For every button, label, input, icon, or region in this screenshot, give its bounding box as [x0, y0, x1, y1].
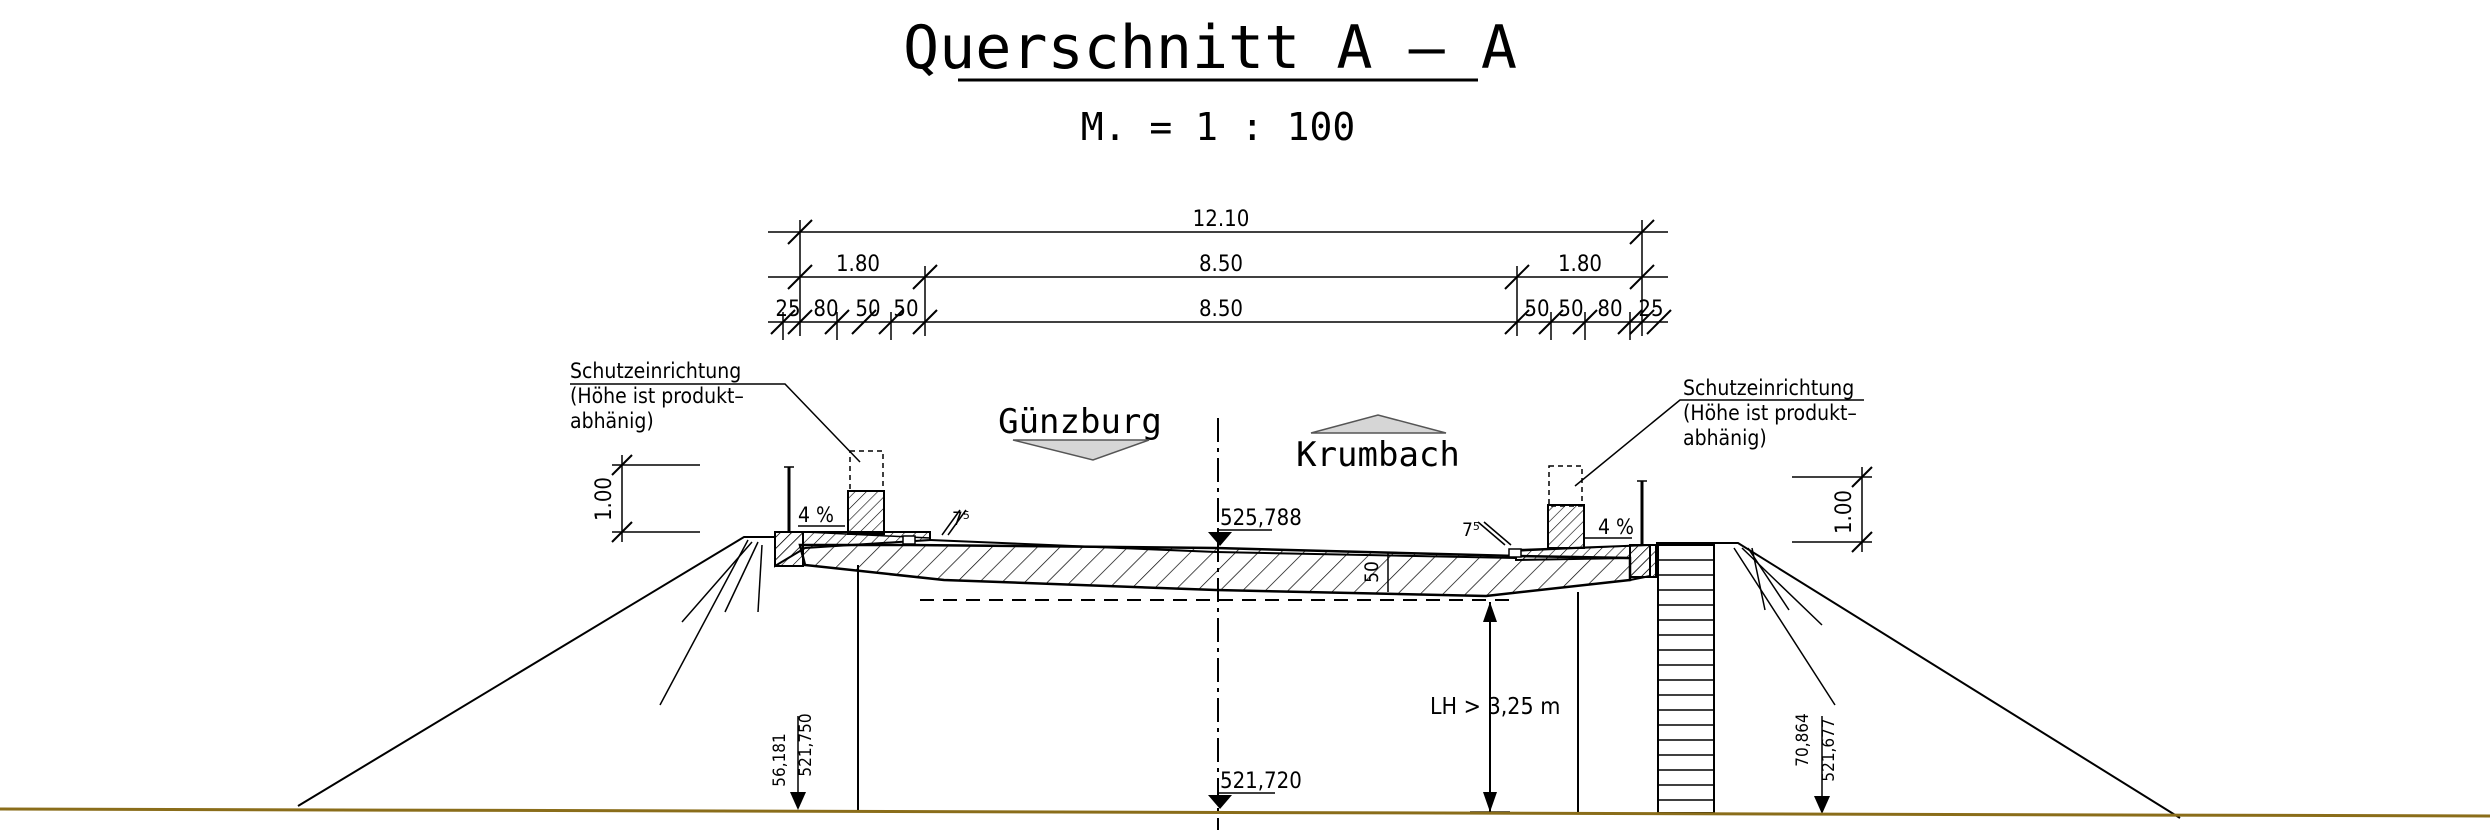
slab-thickness-label: 50 [1361, 561, 1383, 583]
left-station: 56,181 [770, 733, 790, 787]
left-level: 521,750 [796, 713, 816, 776]
barrier-left-label-1: Schutzeinrichtung [570, 359, 741, 383]
embankment-right [1656, 542, 2181, 819]
dim-right-seg-3: 80 [1597, 297, 1622, 322]
clearance-label: LH > 3,25 m [1430, 694, 1560, 720]
elevation-bottom: 521,720 [1220, 769, 1302, 794]
direction-left-label: Günzburg [998, 402, 1162, 442]
direction-left-arrow [1012, 439, 1150, 461]
dim-right-seg-4: 25 [1638, 297, 1663, 322]
barrier-right [1547, 465, 1585, 549]
dim-left-seg-2: 80 [813, 297, 838, 322]
dim-right-seg-2: 50 [1558, 297, 1583, 322]
barrier-left-leader [570, 383, 861, 463]
barrier-right-label-1: Schutzeinrichtung [1683, 376, 1854, 400]
barrier-right-leader [1574, 399, 1864, 487]
direction-right-arrow [1310, 414, 1447, 434]
dim-cap-left: 1.80 [836, 252, 880, 277]
dim-left-seg-3: 50 [855, 297, 880, 322]
embankment-left [297, 536, 775, 807]
clearance-dimension [1470, 602, 1510, 813]
barrier-left [847, 450, 885, 535]
abutment-right [1657, 544, 1715, 814]
dim-left-seg-1: 25 [775, 297, 800, 322]
dim-cap-right: 1.80 [1558, 252, 1602, 277]
left-level-marker [790, 716, 806, 810]
dim-left-seg-4: 50 [893, 297, 918, 322]
barrier-right-label-3: abhänig) [1683, 426, 1767, 450]
drawing-title: Querschnitt A – A [903, 13, 1517, 83]
direction-right-label: Krumbach [1296, 435, 1460, 475]
ground-line [0, 807, 2490, 818]
elevation-bottom-marker [1208, 792, 1275, 809]
railing-height-left-dim [611, 454, 700, 543]
railing-posts [784, 466, 1647, 545]
dimension-chains [768, 219, 1672, 340]
right-level-marker [1814, 716, 1830, 814]
scale-label: M. = 1 : 100 [1081, 105, 1356, 149]
railing-height-right-dim [1792, 466, 1873, 553]
right-level: 521,677 [1819, 718, 1839, 781]
dim-deck: 8.50 [1199, 252, 1243, 277]
dim-deck-lower: 8.50 [1199, 297, 1243, 322]
slope-right-label: 4 % [1598, 515, 1634, 539]
railing-height-right: 1.00 [1832, 490, 1857, 534]
elevation-top-marker [1208, 529, 1272, 546]
railing-height-left: 1.00 [592, 477, 617, 521]
curb-right-label: 7⁵ [1462, 519, 1480, 541]
bridge-deck [774, 531, 1657, 598]
dim-total: 12.10 [1193, 207, 1250, 232]
barrier-left-label-2: (Höhe ist produkt– [570, 384, 744, 408]
slope-left-label: 4 % [798, 503, 834, 527]
barrier-left-label-3: abhänig) [570, 409, 654, 433]
right-station: 70,864 [1793, 713, 1813, 767]
barrier-right-label-2: (Höhe ist produkt– [1683, 401, 1857, 425]
elevation-top: 525,788 [1220, 506, 1302, 531]
dim-right-seg-1: 50 [1524, 297, 1549, 322]
